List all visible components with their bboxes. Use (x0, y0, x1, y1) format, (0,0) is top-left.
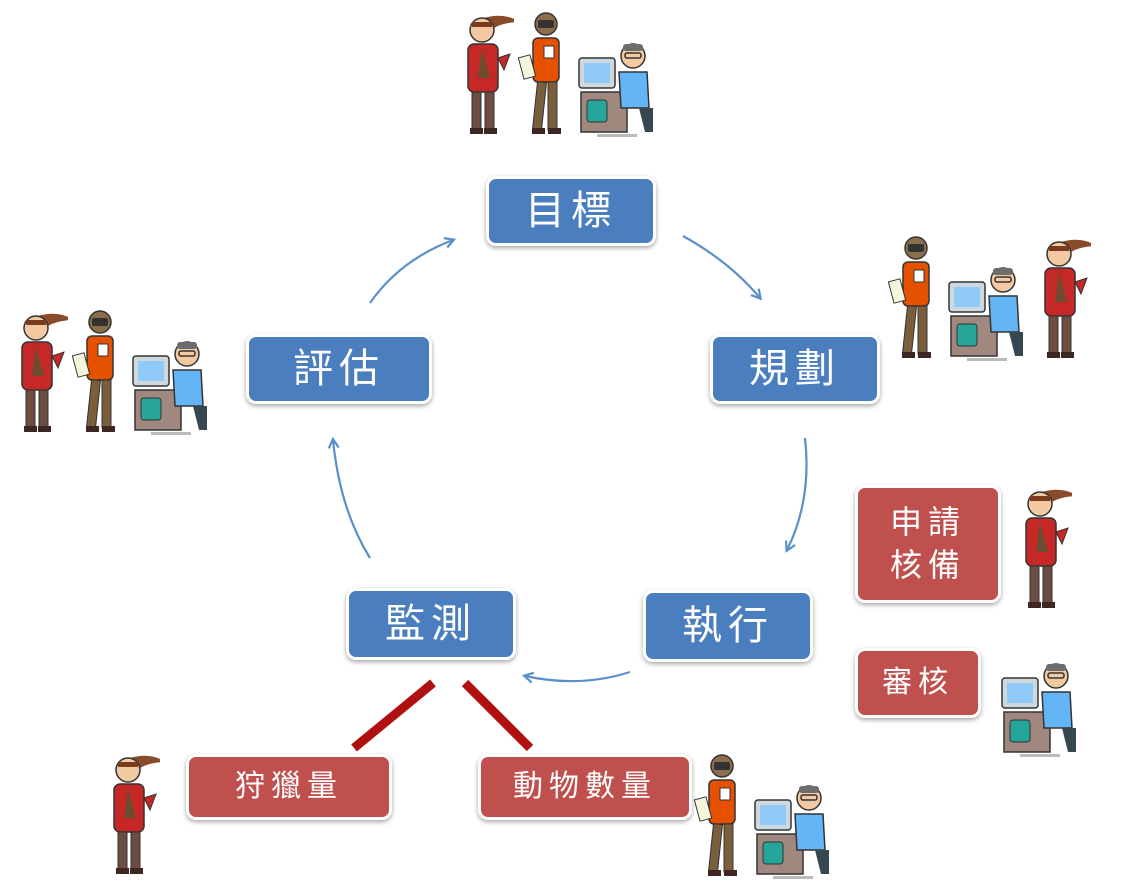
official-figure-icon (1000, 658, 1080, 762)
review-box: 審核 (855, 648, 981, 718)
official-figure-icon (753, 780, 833, 884)
researcher-figure-icon (693, 750, 749, 884)
arrow-monitor-to-evaluate (333, 440, 371, 559)
researcher-figure-icon (71, 306, 127, 440)
official-figure-icon (577, 38, 657, 142)
hunter-figure-icon (454, 8, 520, 142)
harvest-amount-box: 狩獵量 (186, 754, 392, 820)
researcher-figure-icon (517, 8, 573, 142)
official-figure-icon (131, 336, 211, 440)
hunter-figure-icon (1031, 232, 1097, 366)
arrow-goal-to-plan (682, 235, 760, 298)
hunter-figure-icon (1012, 482, 1078, 616)
connector-monitor-population (461, 679, 534, 752)
hunter-figure-icon (100, 748, 166, 882)
plan-box: 規劃 (710, 334, 880, 404)
arrow-evaluate-to-goal (369, 240, 453, 304)
evaluate-box: 評估 (246, 334, 432, 404)
execute-box: 執行 (643, 590, 813, 662)
arrow-execute-to-monitor (525, 670, 631, 681)
official-figure-icon (947, 262, 1027, 366)
hunter-figure-icon (8, 306, 74, 440)
apply-approval-box: 申請核備 (855, 485, 1001, 603)
arrow-plan-to-execute (787, 437, 808, 550)
animal-population-box: 動物數量 (478, 754, 692, 820)
goal-box: 目標 (486, 176, 656, 246)
connector-monitor-harvest (351, 679, 436, 752)
monitor-box: 監測 (346, 588, 516, 660)
researcher-figure-icon (887, 232, 943, 366)
